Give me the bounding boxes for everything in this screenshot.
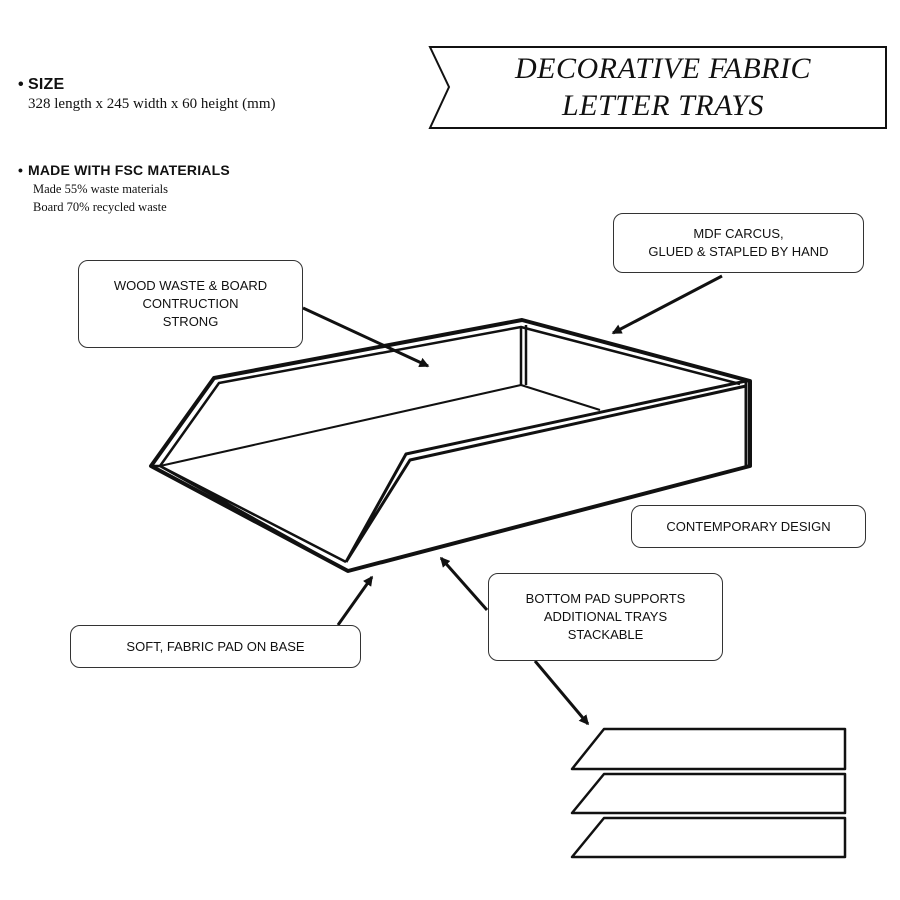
materials-line: Board 70% recycled waste (33, 200, 167, 214)
stacked-tray-top (570, 727, 847, 771)
materials-line: Made 55% waste materials (33, 182, 169, 196)
tray-side-wall (344, 379, 747, 563)
stacked-tray-middle (570, 772, 847, 815)
callout-text: MDF CARCUS, (693, 226, 784, 241)
size-detail: 328 length x 245 width x 60 height (mm) (28, 96, 276, 112)
materials-spec: •MADE WITH FSC MATERIALS Made 55% waste … (18, 162, 230, 216)
callout-arrows (302, 274, 723, 726)
stacked-trays-illustration (570, 727, 847, 859)
size-heading: SIZE (28, 76, 65, 93)
callout-text: ADDITIONAL TRAYS (543, 609, 668, 624)
bullet-icon: • (18, 76, 24, 93)
bullet-icon: • (18, 162, 24, 178)
title-banner (428, 46, 887, 129)
callout-contemporary-design: CONTEMPORARY DESIGN (631, 505, 866, 548)
callout-text: GLUED & STAPLED BY HAND (648, 244, 829, 259)
title-line-2: LETTER TRAYS (562, 89, 764, 122)
size-spec: •SIZE 328 length x 245 width x 60 height… (18, 76, 275, 113)
callout-mdf-carcus: MDF CARCUS, GLUED & STAPLED BY HAND (613, 213, 864, 273)
callout-text: WOOD WASTE & BOARD (113, 278, 268, 293)
arrow-pad-up (439, 556, 489, 611)
callout-fabric-pad: SOFT, FABRIC PAD ON BASE (70, 625, 361, 668)
arrow-wood (302, 306, 430, 368)
callout-bottom-pad: BOTTOM PAD SUPPORTS ADDITIONAL TRAYS STA… (488, 573, 723, 661)
callout-wood-waste: WOOD WASTE & BOARD CONTRUCTION STRONG (78, 260, 303, 348)
callout-text: STACKABLE (567, 627, 644, 642)
stacked-tray-bottom (570, 816, 847, 859)
letter-tray-illustration (149, 318, 752, 573)
callout-text: BOTTOM PAD SUPPORTS (525, 591, 686, 606)
callout-text: SOFT, FABRIC PAD ON BASE (126, 638, 305, 654)
page-title: DECORATIVE FABRIC LETTER TRAYS (448, 50, 878, 124)
arrow-fabric (336, 575, 374, 626)
arrow-pad-down (533, 660, 590, 726)
tray-back-corner (519, 325, 528, 385)
arrow-mdf (611, 274, 723, 335)
callout-text: STRONG (162, 314, 219, 329)
callout-text: CONTRUCTION (142, 296, 239, 311)
callout-text: CONTEMPORARY DESIGN (666, 518, 831, 534)
title-line-1: DECORATIVE FABRIC (515, 52, 811, 85)
tray-inner-rim (158, 325, 741, 467)
materials-heading: MADE WITH FSC MATERIALS (28, 162, 230, 178)
